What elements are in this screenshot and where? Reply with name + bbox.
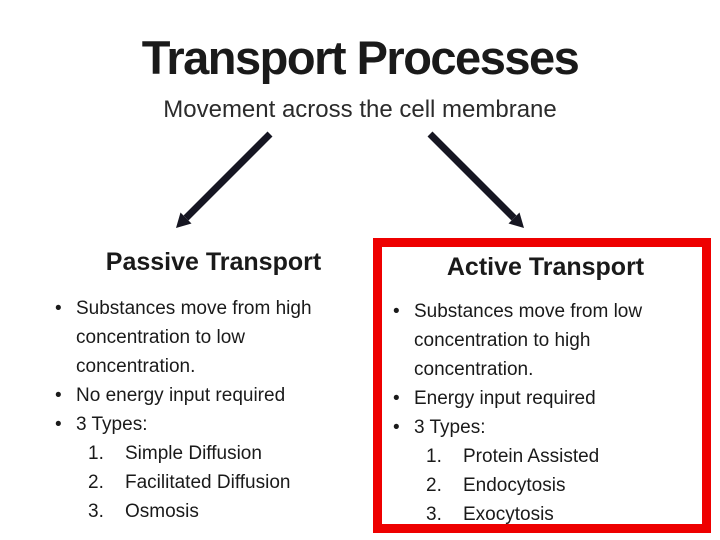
list-item: Energy input required xyxy=(393,384,698,413)
active-heading: Active Transport xyxy=(446,253,645,281)
passive-heading: Passive Transport xyxy=(105,248,322,276)
bullet-text: 3 Types: xyxy=(76,414,148,435)
item-label: Facilitated Diffusion xyxy=(125,472,291,493)
passive-transport-panel: Passive Transport Substances move from h… xyxy=(40,238,372,526)
item-number: 1. xyxy=(426,446,442,467)
item-label: Exocytosis xyxy=(463,504,554,525)
bullet-text: Substances move from low concentration t… xyxy=(414,301,643,380)
list-item: Substances move from low concentration t… xyxy=(393,297,698,384)
list-item: 3 Types: xyxy=(393,413,698,442)
slide-title: Transport Processes xyxy=(141,31,580,84)
bullet-text: No energy input required xyxy=(76,385,286,406)
item-number: 3. xyxy=(88,501,104,522)
slide-subtitle: Movement across the cell membrane xyxy=(163,96,557,123)
active-transport-panel: Active Transport Substances move from lo… xyxy=(373,238,711,533)
diagonal-arrow-down-left-icon xyxy=(176,131,273,228)
list-item-numbered: 1. Simple Diffusion xyxy=(55,439,372,468)
list-item-numbered: 1. Protein Assisted xyxy=(393,442,698,471)
list-item-numbered: 3. Exocytosis xyxy=(393,500,698,529)
list-item-numbered: 2. Facilitated Diffusion xyxy=(55,468,372,497)
diagonal-arrow-down-right-icon xyxy=(427,131,524,228)
item-label: Osmosis xyxy=(125,501,199,522)
item-number: 2. xyxy=(88,472,104,493)
item-label: Simple Diffusion xyxy=(125,443,262,464)
item-number: 1. xyxy=(88,443,104,464)
bullet-text: Energy input required xyxy=(414,388,596,409)
bullet-text: 3 Types: xyxy=(414,417,486,438)
item-number: 3. xyxy=(426,504,442,525)
item-label: Endocytosis xyxy=(463,475,566,496)
item-label: Protein Assisted xyxy=(463,446,600,467)
list-item: Substances move from high concentration … xyxy=(55,294,372,381)
list-item: 3 Types: xyxy=(55,410,372,439)
list-item-numbered: 3. Osmosis xyxy=(55,497,372,526)
list-item-numbered: 2. Endocytosis xyxy=(393,471,698,500)
item-number: 2. xyxy=(426,475,442,496)
bullet-text: Substances move from high concentration … xyxy=(76,298,312,377)
list-item: No energy input required xyxy=(55,381,372,410)
